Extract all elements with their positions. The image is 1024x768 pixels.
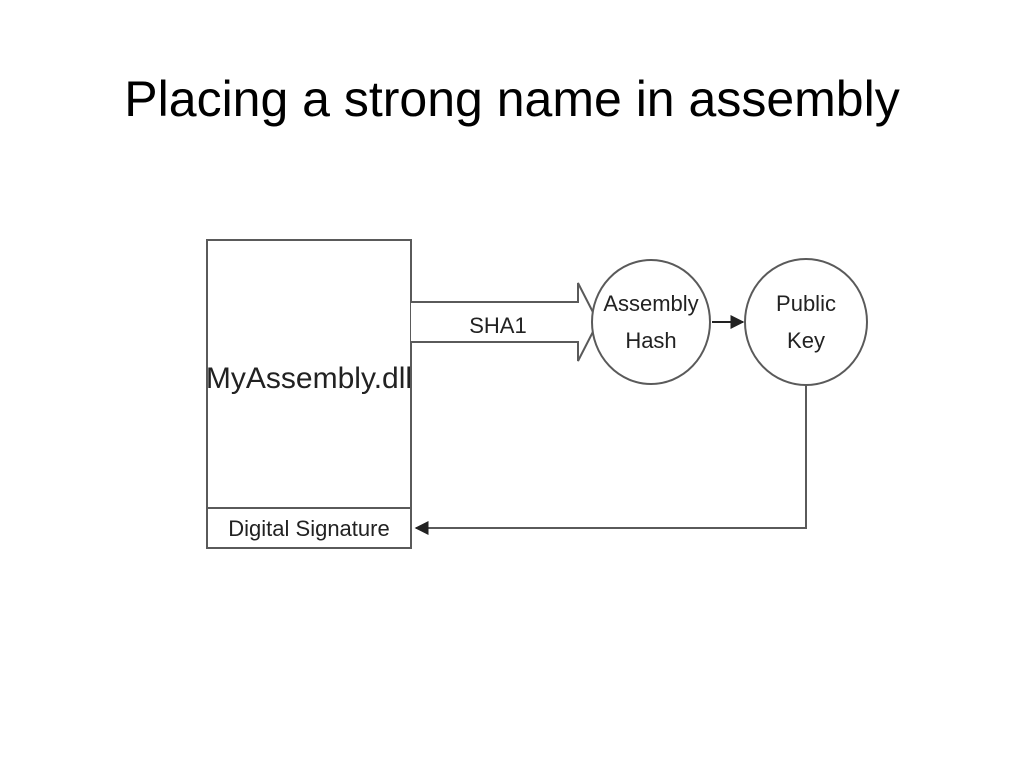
sha1-label: SHA1 xyxy=(469,313,526,338)
assembly-hash-node xyxy=(591,259,711,385)
public-key-line1: Public xyxy=(776,291,836,316)
assembly-hash-line1: Assembly xyxy=(603,291,698,316)
slide-title: Placing a strong name in assembly xyxy=(124,71,900,127)
assembly-box-label: MyAssembly.dll xyxy=(206,362,412,395)
key-to-signature-connector xyxy=(414,385,807,535)
public-key-node xyxy=(744,258,868,386)
public-key-line2: Key xyxy=(787,328,825,353)
assembly-box xyxy=(206,239,412,549)
assembly-hash-line2: Hash xyxy=(625,328,676,353)
signature-label: Digital Signature xyxy=(228,516,389,541)
